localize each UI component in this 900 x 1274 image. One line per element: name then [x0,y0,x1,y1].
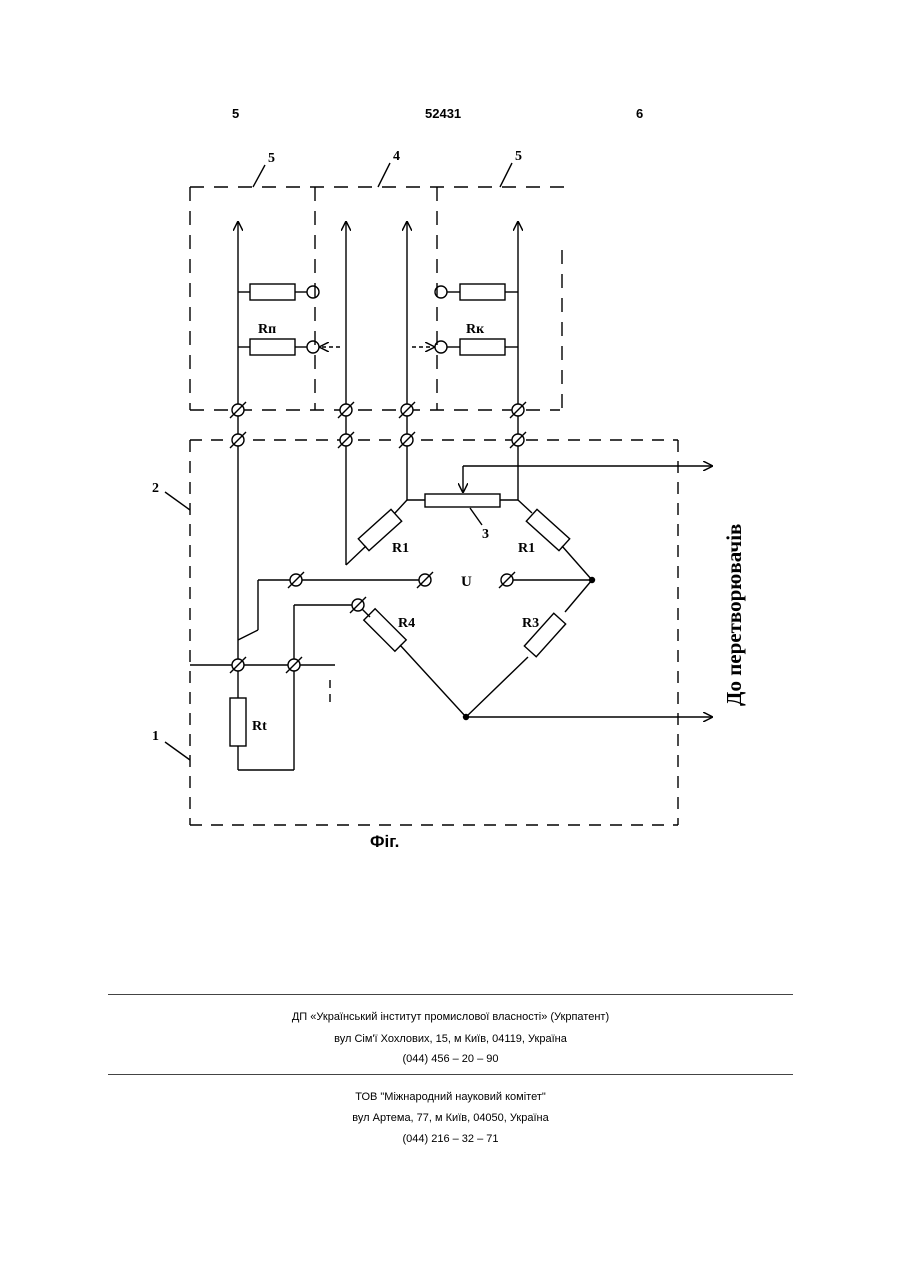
label-rt: Rt [252,719,267,734]
board-border [190,440,678,825]
label-r1-right: R1 [518,541,535,556]
slider-resistor [425,494,500,507]
label-block-center: 4 [393,149,400,164]
label-slider: 3 [482,527,489,542]
resistor-rp [250,339,295,355]
label-sensor-block: 1 [152,729,159,744]
label-r1-left: R1 [392,541,409,556]
label-r4: R4 [398,616,415,631]
org2-phone: (044) 216 – 32 – 71 [108,1133,793,1145]
label-supply: U [461,574,472,590]
figure-caption: Фіг. [370,832,399,852]
footer-rule-middle [108,1074,793,1075]
label-rk: Rк [466,322,485,337]
org2-address: вул Артема, 77, м Київ, 04050, Україна [108,1112,793,1124]
resistor-rk [460,339,505,355]
org2-name: ТОВ "Міжнародний науковий комітет" [108,1091,793,1103]
resistor-rt [230,698,246,746]
resistor-left-upper [250,284,295,300]
label-rp: Rп [258,322,276,337]
label-r3: R3 [522,616,539,631]
label-board: 2 [152,481,159,496]
connector-blocks [190,187,565,410]
org1-name: ДП «Український інститут промислової вла… [108,1011,793,1023]
label-output: До перетворювачів [722,524,746,706]
org1-address: вул Сім'ї Хохлових, 15, м Київ, 04119, У… [108,1033,793,1045]
footer-rule-top [108,994,793,995]
label-block-right: 5 [515,149,522,164]
label-block-left: 5 [268,151,275,166]
resistor-right-upper [460,284,505,300]
org1-phone: (044) 456 – 20 – 90 [108,1053,793,1065]
circuit-diagram: 5 4 5 2 1 Rп Rк R1 R1 R4 R3 Rt 3 U До пе… [0,0,900,880]
